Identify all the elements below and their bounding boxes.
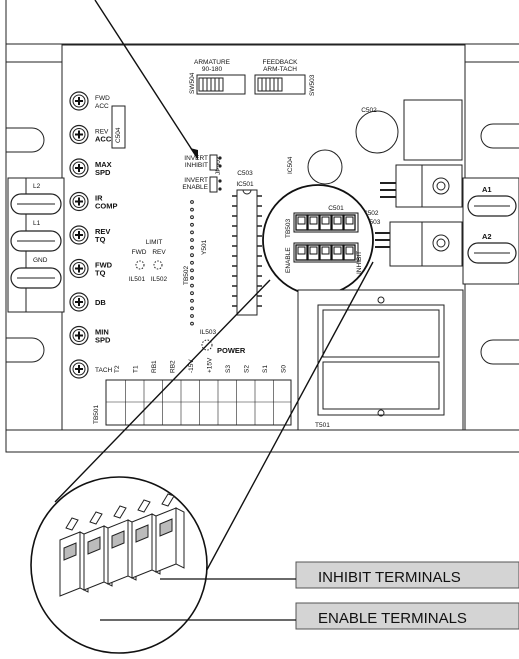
invert-enable-line1: INVERT <box>184 177 208 184</box>
ic501-chip: C503 IC501 <box>232 170 262 316</box>
invert-inhibit-line2: INHIBIT <box>185 162 208 169</box>
enable-terminals-label: ENABLE TERMINALS <box>318 610 467 627</box>
tb501-pin-label: T1 <box>133 365 140 373</box>
tb501-pin-label: -15V <box>188 359 195 373</box>
terminal-label: A2 <box>482 232 492 241</box>
feedback-title: FEEDBACK <box>262 59 298 66</box>
t501-label: T501 <box>315 422 330 429</box>
tb502-label: TB502 <box>183 265 190 285</box>
il502-label: IL502 <box>151 276 168 283</box>
transformer-t501: T501 <box>297 289 464 431</box>
trimpot-label-line1: IR <box>95 194 103 203</box>
c504-label: C504 <box>115 127 122 143</box>
ic501-label: IC501 <box>236 181 254 188</box>
tb501-label: TB501 <box>93 404 100 424</box>
trimpot-label-line2: TQ <box>95 269 106 278</box>
tb501-pin-label: S3 <box>225 365 232 373</box>
power-device-lower <box>375 221 463 267</box>
tb502-pins <box>190 200 194 326</box>
trimpot-label-line1: MIN <box>95 328 109 337</box>
trimpot-label-line2: ACC <box>95 135 112 144</box>
terminal-label: GND <box>33 257 48 264</box>
limit-leds: LIMIT FWD REV IL501 IL502 <box>129 239 168 283</box>
trimpot-label-line1: FWD <box>95 95 110 102</box>
limit-rev: REV <box>152 249 166 256</box>
c502-top-label: C502 <box>361 107 377 114</box>
il501-label: IL501 <box>129 276 146 283</box>
feedback-switch[interactable]: FEEDBACK ARM-TACH SW503 <box>254 59 316 96</box>
sw503-label: SW503 <box>309 74 316 96</box>
trimpot-tach[interactable]: TACH <box>69 359 113 379</box>
arrow-head <box>190 148 198 160</box>
inhibit-terminals-label: INHIBIT TERMINALS <box>318 569 461 586</box>
tb501-pin-label: RB1 <box>151 360 158 373</box>
tb501-pin-label: S1 <box>262 365 269 373</box>
power-led: IL503 POWER <box>200 329 246 355</box>
trimpot-label-line2: ACC <box>95 103 109 110</box>
limit-title: LIMIT <box>146 239 163 246</box>
tb501-pin-label: S2 <box>244 365 251 373</box>
tb503-label: TB503 <box>285 218 292 238</box>
armature-range: 90-180 <box>202 66 223 73</box>
invert-inhibit-line1: INVERT <box>184 155 208 162</box>
tb501-pin-label: RB2 <box>170 360 177 373</box>
c501-label: C501 <box>328 205 344 212</box>
detail-circle <box>30 476 208 654</box>
feedback-range: ARM-TACH <box>263 66 297 73</box>
magnify-circle: C501 TB503 ENABLE INHIBIT <box>262 184 374 296</box>
ic503-label: IC503 <box>363 219 381 226</box>
ic504-label: IC504 <box>287 156 294 174</box>
capacitor-c502-large <box>355 110 399 154</box>
jumper-block[interactable]: JP502 INVERT INHIBIT INVERT ENABLE <box>182 154 222 193</box>
trimpot-label-line1: MAX <box>95 160 112 169</box>
trimpot-label-line2: TQ <box>95 235 106 244</box>
il503-label: IL503 <box>200 329 217 336</box>
invert-enable-line2: ENABLE <box>182 184 208 191</box>
power-device-upper <box>380 164 463 208</box>
enable-callout: ENABLE TERMINALS <box>100 602 519 630</box>
c502-mid-label: C502 <box>363 210 379 217</box>
tb501-pin-label: S0 <box>281 365 288 373</box>
trimpot-label-line2: SPD <box>95 336 111 345</box>
trimpot-label-line1: REV <box>95 227 110 236</box>
tb503-terminals[interactable] <box>293 212 359 263</box>
trimpot-label-line2: COMP <box>95 202 118 211</box>
trimpot-db[interactable]: DB <box>69 292 106 312</box>
leader-lines <box>54 0 374 617</box>
inhibit-label: INHIBIT <box>356 251 363 274</box>
terminal-label: L2 <box>33 183 41 190</box>
trimpot-label-line1: FWD <box>95 261 113 270</box>
capacitor-large <box>307 149 343 185</box>
trimpot-label-line2: SPD <box>95 168 111 177</box>
tb501-pin-label: +15V <box>207 357 214 373</box>
c503-label: C503 <box>237 170 253 177</box>
terminal-label: L1 <box>33 220 41 227</box>
trimpot-column: FWDACCREVACCMAXSPDIRCOMPREVTQFWDTQDBMINS… <box>69 91 118 379</box>
power-label: POWER <box>217 346 246 355</box>
terminal-label: A1 <box>482 185 492 194</box>
y501-label: Y501 <box>201 239 208 255</box>
armature-switch[interactable]: ARMATURE 90-180 SW504 <box>189 59 246 95</box>
armature-title: ARMATURE <box>194 59 231 66</box>
trimpot-label-line1: TACH <box>95 367 113 374</box>
trimpot-label-line1: DB <box>95 298 106 307</box>
tb501-pin-label: T2 <box>114 365 121 373</box>
trimpot-label-line1: REV <box>95 129 109 136</box>
inhibit-callout: INHIBIT TERMINALS <box>160 561 519 589</box>
enable-label: ENABLE <box>285 247 292 273</box>
sw504-label: SW504 <box>189 72 196 94</box>
limit-fwd: FWD <box>132 249 147 256</box>
